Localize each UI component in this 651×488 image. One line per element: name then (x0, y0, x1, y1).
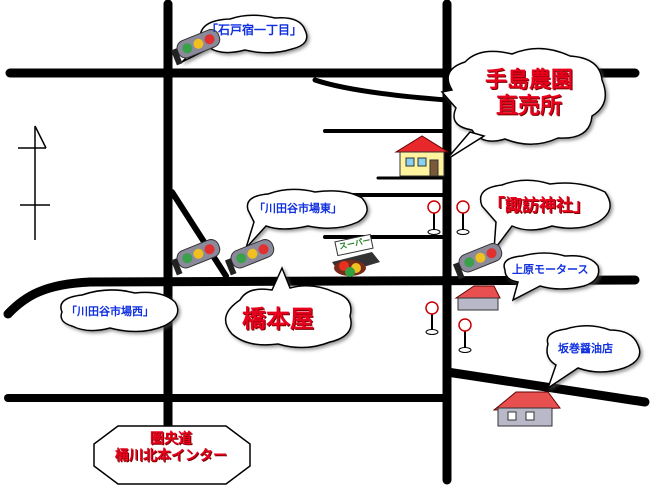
bus-stop-3-icon (425, 301, 439, 335)
label-kawadaya-nishi: 「川田谷市場西」 (66, 305, 154, 318)
traffic-light-west-icon (170, 239, 221, 276)
bubble-kawadaya-nishi (60, 289, 179, 333)
label-kawadaya-higashi: 「川田谷市場東」 (254, 202, 342, 215)
uehara-building-icon (454, 285, 501, 311)
bus-stop-2-icon (456, 200, 470, 235)
bus-stop-4-icon (458, 318, 472, 353)
label-sakamaki: 坂巻醤油店 (558, 342, 613, 355)
bubbles (60, 14, 641, 390)
label-ic-line2: 桶川北本インター (115, 448, 227, 464)
farm-house-icon (394, 135, 450, 177)
traffic-light-ishido-icon (170, 29, 221, 66)
bubble-teshima-tail (445, 131, 486, 161)
traffic-light-suwa-icon (452, 243, 503, 280)
bubble-hashimotoya (224, 266, 352, 349)
ic-octagon (93, 425, 251, 485)
supermarket-icon (332, 233, 380, 277)
label-teshima-line1: 手島農園 (484, 68, 573, 93)
bubble-ishido (181, 14, 308, 63)
label-uehara: 上原モータース (512, 263, 589, 276)
sakamaki-building-icon (492, 391, 561, 427)
bus-stop-1-icon (427, 200, 441, 235)
label-ishido: 「石戸宿一丁目」 (206, 23, 303, 37)
label-ic-line1: 圏央道 (150, 431, 192, 447)
road-curve-top (312, 77, 450, 103)
road-lower-right (442, 367, 650, 407)
label-ic: 圏央道 桶川北本インター (96, 432, 246, 463)
traffic-light-east-icon (224, 239, 275, 276)
road-diagonal (169, 189, 229, 279)
bubble-suwa (479, 179, 611, 253)
label-teshima-line2: 直売所 (495, 94, 562, 119)
road-middle (3, 275, 640, 319)
bubble-kawadaya-higashi (245, 188, 368, 249)
bubble-uehara (503, 252, 600, 302)
north-arrow-icon (18, 125, 50, 240)
label-teshima: 手島農園 直売所 (470, 70, 588, 118)
label-suwa: 「諏訪神社」 (488, 196, 590, 216)
label-hashimotoya: 橋本屋 (242, 305, 314, 333)
bubble-sakamaki (546, 325, 641, 390)
